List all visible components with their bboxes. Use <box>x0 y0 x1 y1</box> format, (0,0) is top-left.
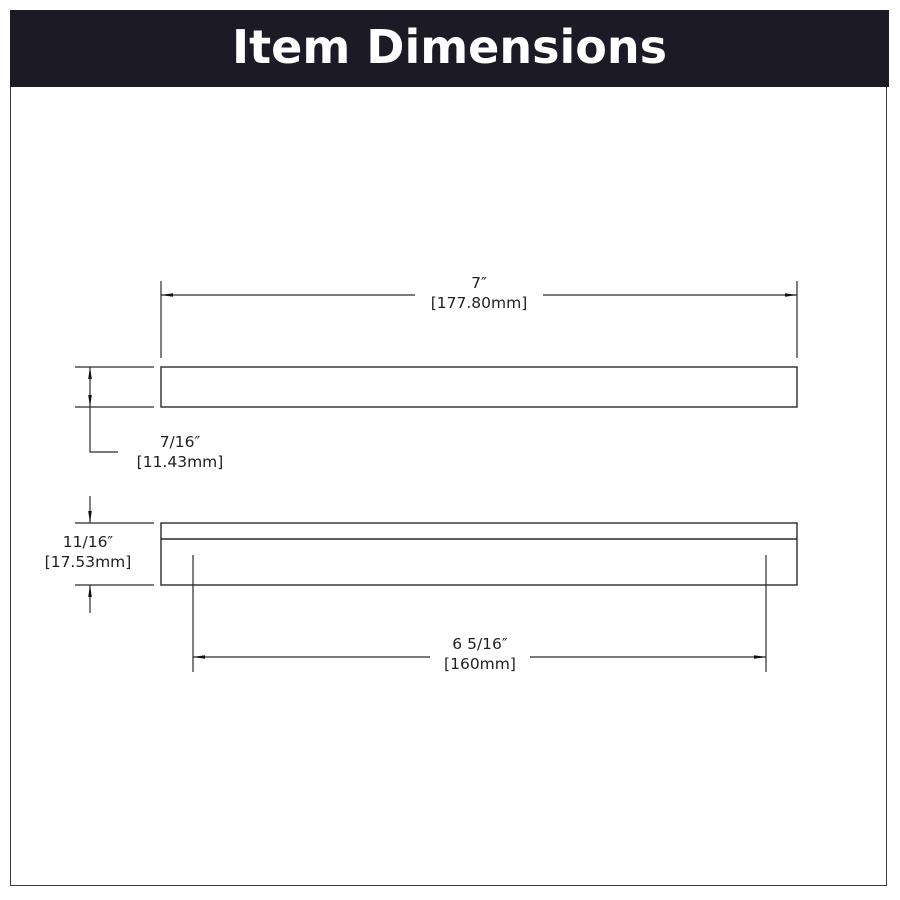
page-title: Item Dimensions <box>232 19 667 74</box>
top-view-bar-outline <box>160 366 798 408</box>
overall-length-imperial: 7″ <box>471 274 487 292</box>
drawing-frame <box>10 10 887 886</box>
overall-length-label: 7″ [177.80mm] <box>419 273 539 313</box>
width-label: 7/16″ [11.43mm] <box>120 432 240 472</box>
projection-label: 11/16″ [17.53mm] <box>28 532 148 572</box>
c2c-label: 6 5/16″ [160mm] <box>420 634 540 674</box>
width-imperial: 7/16″ <box>159 433 201 451</box>
c2c-metric: [160mm] <box>444 655 516 673</box>
projection-imperial: 11/16″ <box>62 533 114 551</box>
width-metric: [11.43mm] <box>136 453 224 471</box>
top-view <box>75 281 798 453</box>
header-banner: Item Dimensions <box>10 10 889 87</box>
side-view-handle-outline <box>160 522 798 586</box>
projection-metric: [17.53mm] <box>44 553 132 571</box>
side-view <box>75 496 798 672</box>
width-leader <box>89 407 118 453</box>
overall-length-metric: [177.80mm] <box>430 294 528 312</box>
c2c-imperial: 6 5/16″ <box>452 635 508 653</box>
